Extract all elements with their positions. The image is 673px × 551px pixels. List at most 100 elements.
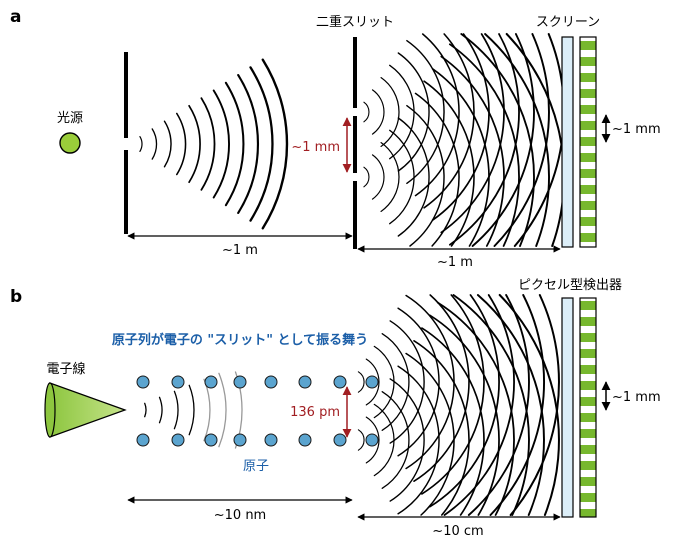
electron-wave-arc <box>429 314 500 516</box>
wavefront-arc <box>406 39 445 185</box>
atom-icon <box>365 375 379 389</box>
waves-region-2 <box>363 32 566 248</box>
detector-fringes <box>579 297 597 518</box>
electron-beam-label: 電子線 <box>46 361 85 377</box>
distance-label-nm: ~10 nm <box>214 508 266 523</box>
atom-icon <box>136 433 150 447</box>
electron-wave-arc <box>381 333 410 431</box>
atom-icon <box>233 433 247 447</box>
wavefront-arc <box>261 58 289 230</box>
wavefront-arc <box>176 112 187 176</box>
panel-a-label: a <box>10 7 21 27</box>
atom-icon <box>264 433 278 447</box>
electron-wave-arc <box>421 294 485 495</box>
wavefront-arc <box>471 33 535 247</box>
electron-wave-arc <box>498 293 560 517</box>
wavefront-arc <box>440 33 505 234</box>
detector-label: ピクセル型検出器 <box>518 278 622 293</box>
wavefront-arc <box>431 33 490 221</box>
electron-wave-arc <box>389 378 425 502</box>
distance-label-2: ~1 m <box>437 255 473 270</box>
panel-b-label: b <box>10 287 22 307</box>
wavefront-arc <box>423 33 475 209</box>
wavefront-arc <box>505 32 566 248</box>
double-slit-label: 二重スリット <box>316 14 394 30</box>
atom-icon <box>298 433 312 447</box>
atom-icon <box>136 375 150 389</box>
electron-wave-arc <box>421 327 485 516</box>
electron-wave-arc <box>476 294 545 516</box>
wavefront-arc <box>380 141 400 213</box>
electron-wave-arc <box>405 352 455 516</box>
wavefront-arc <box>431 68 490 247</box>
wavefront-arc <box>237 74 260 214</box>
caption-text: 原子列が電子の "スリット" として振る舞う <box>112 332 368 348</box>
wavefront-arc <box>163 120 172 168</box>
electron-wave-arc <box>413 294 470 482</box>
atom-icon <box>333 433 347 447</box>
wavefront-arc <box>397 117 430 237</box>
wavefront-arc <box>397 52 430 172</box>
electron-wave-arc <box>357 371 365 393</box>
wavefront-arc <box>449 43 520 247</box>
wavefront-arc <box>414 92 460 247</box>
electron-wave-arc <box>357 429 365 451</box>
atom-icon <box>171 433 185 447</box>
wavefront-arc <box>139 136 143 152</box>
atom-icon <box>204 375 218 389</box>
electron-wave-arc <box>389 320 425 444</box>
wavefront-arc <box>484 33 550 247</box>
electron-wave-arc <box>443 294 515 516</box>
wavefront-arc <box>406 104 445 247</box>
atom-icon <box>171 375 185 389</box>
detector-fringe-spacing-label: ~1 mm <box>612 390 661 405</box>
light-source-icon <box>59 132 81 154</box>
atom-gap-label: 136 pm <box>290 405 340 420</box>
wavefront-arc <box>363 101 370 123</box>
wavefront-arc <box>414 33 460 197</box>
light-source-label: 光源 <box>57 111 83 126</box>
electron-wave-arc <box>218 372 227 448</box>
waves-region-1 <box>139 58 289 230</box>
wavefront-arc <box>440 55 505 247</box>
fringe-spacing-label: ~1 mm <box>612 122 661 137</box>
electron-wave-arc <box>365 358 380 406</box>
screen-label: スクリーン <box>536 15 600 30</box>
atom-icon <box>204 433 218 447</box>
electron-wave-arc <box>144 402 147 418</box>
wavefront-arc <box>380 76 400 148</box>
electron-wave-arc <box>436 301 515 516</box>
wavefront-arc <box>371 154 385 200</box>
electron-wave-arc <box>397 365 440 515</box>
electron-wave-arc <box>381 391 410 489</box>
electron-wave-arc <box>373 403 395 477</box>
electron-wave-arc <box>188 384 195 436</box>
atom-icon <box>298 375 312 389</box>
atom-icon <box>365 433 379 447</box>
distance-label-1: ~1 m <box>222 243 258 258</box>
electron-wave-arc <box>405 294 455 470</box>
electron-wave-arc <box>509 293 560 517</box>
wavefront-arc <box>371 89 385 135</box>
wavefront-arc <box>224 81 245 207</box>
slit-gap-label: ~1 mm <box>291 140 340 155</box>
atom-icon <box>233 375 247 389</box>
electron-wave-arc <box>203 378 211 442</box>
wavefront-arc <box>212 89 230 199</box>
wavefront-arc <box>249 66 274 222</box>
wavefront-arc <box>460 33 535 247</box>
wavefront-arc <box>363 166 370 188</box>
electron-wave-arc <box>365 416 380 464</box>
electron-beam-icon <box>44 382 127 438</box>
wavefront-arc <box>513 32 565 248</box>
atom-icon <box>264 375 278 389</box>
wavefront-arc <box>151 128 158 160</box>
electron-wave-arc <box>413 340 470 516</box>
distance-label-cm: ~10 cm <box>432 524 483 539</box>
electron-wave-arc <box>397 307 440 457</box>
electron-wave-arc <box>452 294 530 516</box>
atom-rows <box>136 375 379 447</box>
wavefront-arc <box>188 104 201 184</box>
